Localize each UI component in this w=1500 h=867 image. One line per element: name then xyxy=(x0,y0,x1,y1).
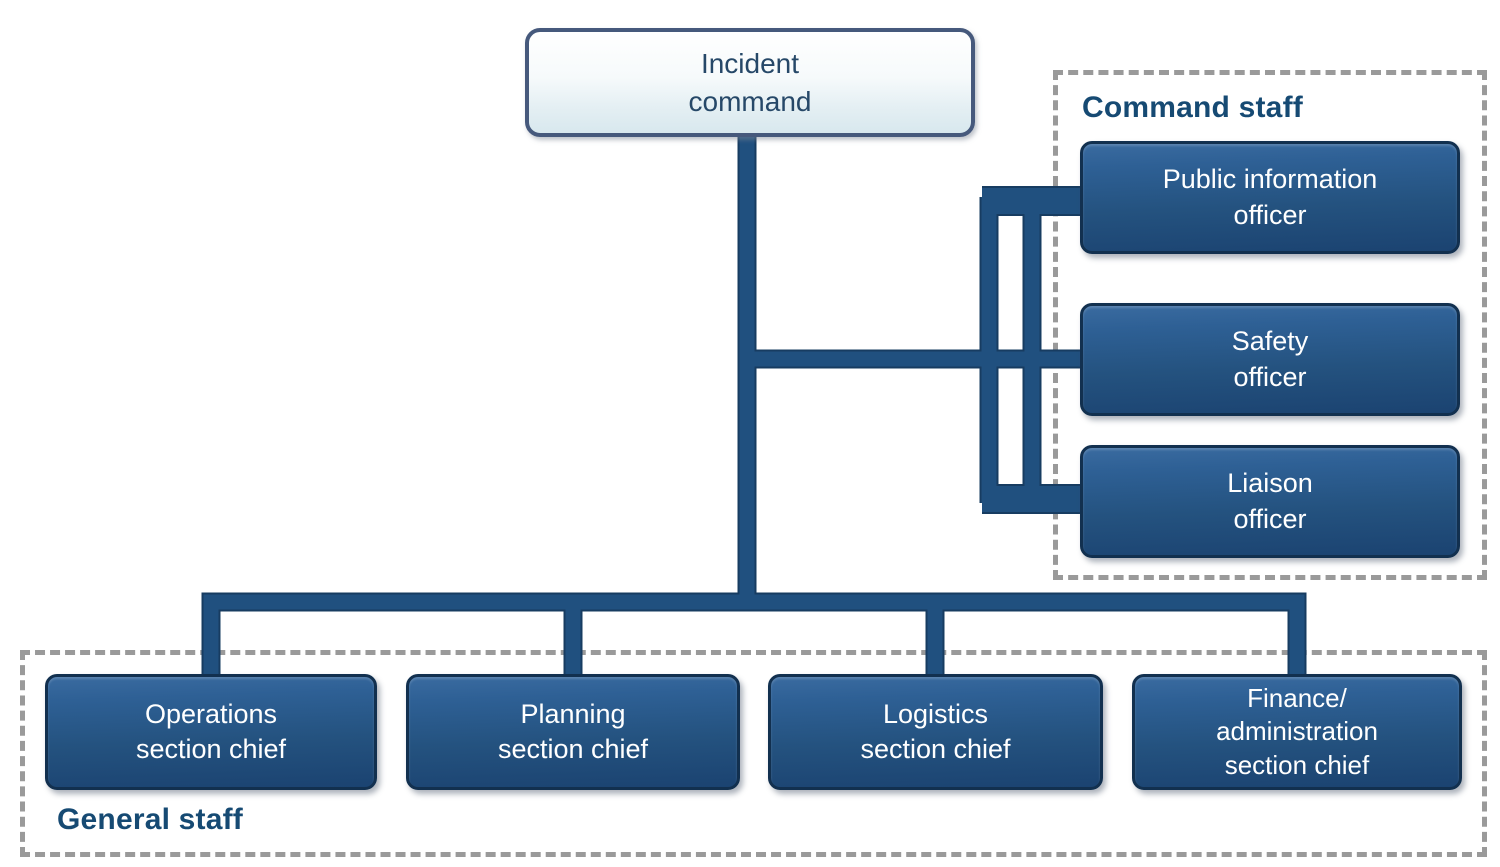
node-liaison-officer-label: Liaison officer xyxy=(1227,468,1313,534)
node-public-information-officer-label: Public information officer xyxy=(1162,164,1378,230)
group-command-staff-label: Command staff xyxy=(1082,91,1303,124)
node-liaison-officer: Liaison officer xyxy=(1080,445,1460,558)
node-finance-administration-section-chief-label: Finance/ administration section chief xyxy=(1216,683,1378,780)
node-operations-section-chief-label: Operations section chief xyxy=(135,698,287,764)
node-logistics-section-chief-label: Logistics section chief xyxy=(860,698,1011,764)
group-general-staff: General staff xyxy=(20,650,1487,857)
node-finance-administration-section-chief: Finance/ administration section chief xyxy=(1132,674,1462,790)
node-public-information-officer: Public information officer xyxy=(1080,141,1460,254)
node-logistics-section-chief: Logistics section chief xyxy=(768,674,1103,790)
group-general-staff-label: General staff xyxy=(57,803,243,836)
node-safety-officer-label: Safety officer xyxy=(1231,326,1309,392)
node-operations-section-chief: Operations section chief xyxy=(45,674,377,790)
node-planning-section-chief: Planning section chief xyxy=(406,674,740,790)
node-incident-command-label: Incident command xyxy=(688,48,812,117)
node-planning-section-chief-label: Planning section chief xyxy=(497,698,649,764)
group-command-staff: Command staff xyxy=(1053,70,1487,580)
node-incident-command: Incident command xyxy=(525,28,975,137)
connector-bottom-tier xyxy=(203,594,1305,680)
node-safety-officer: Safety officer xyxy=(1080,303,1460,416)
connector-bottom-tier-outline xyxy=(201,592,1307,680)
